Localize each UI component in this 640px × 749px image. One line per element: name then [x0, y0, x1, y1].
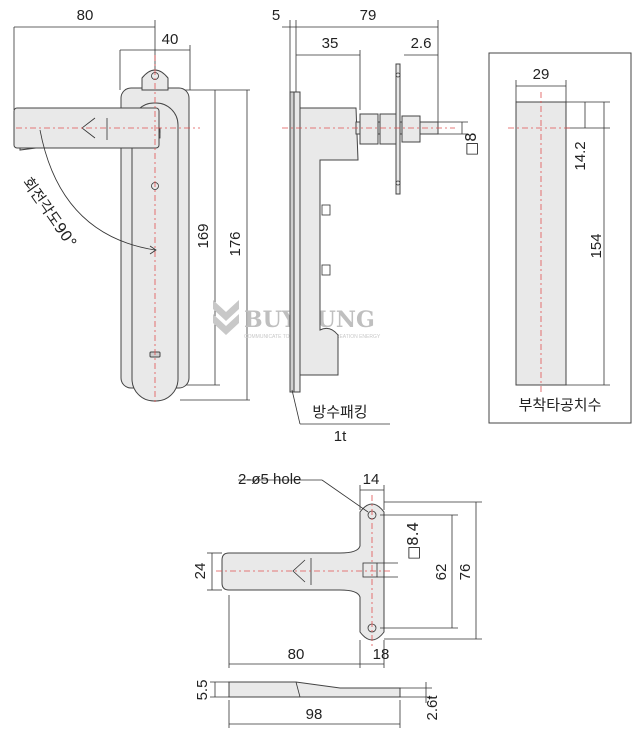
front-view: 80 40 169 176 회전각도90°	[13, 7, 250, 405]
dim-front-width-body: 40	[162, 31, 179, 48]
side-view: 5 79 35 2.6 □8 방수패킹 1t	[272, 7, 480, 445]
dim-side-depth-body: 35	[322, 35, 339, 52]
dim-cutout-height: 154	[588, 233, 605, 258]
profile-shape	[228, 681, 401, 698]
dim-side-shaft-tip: 2.6	[411, 35, 432, 52]
side-body	[299, 107, 359, 376]
dim-side-depth-total: 79	[360, 7, 377, 24]
dim-bottom-hole-offset: 14	[363, 471, 380, 488]
latch-plate	[395, 63, 401, 195]
dim-cutout-width: 29	[533, 66, 550, 83]
cutout-panel: 29 14.2 154 부착타공치수	[488, 52, 632, 424]
dim-profile-height: 5.5	[194, 680, 211, 701]
profile-view: 5.5 98 2.6t	[194, 680, 441, 728]
dim-front-height-inner: 169	[195, 223, 212, 248]
gasket-label: 방수패킹	[312, 403, 367, 421]
dim-profile-thickness: 2.6t	[424, 695, 441, 721]
dim-bottom-height-total: 76	[457, 564, 474, 581]
bottom-square-slot	[362, 562, 378, 578]
dim-profile-length: 98	[306, 706, 323, 723]
hole-label: 2-ø5 hole	[238, 471, 301, 488]
dim-front-height-outer: 176	[227, 231, 244, 256]
cutout-title: 부착타공치수	[519, 396, 602, 414]
dim-bottom-base-offset: 18	[373, 646, 390, 663]
side-base-plate	[293, 91, 301, 393]
rotation-angle-label: 회전각도90°	[19, 174, 81, 251]
dim-side-square: □8	[462, 132, 480, 156]
dim-bottom-handle-length: 80	[288, 646, 305, 663]
brand-logo-icon	[213, 300, 239, 335]
dim-front-width-total: 80	[77, 7, 94, 24]
dim-bottom-square: □8.4	[404, 522, 422, 560]
waterproof-gasket	[289, 91, 295, 393]
dim-cutout-offset: 14.2	[572, 141, 589, 170]
bottom-handle	[221, 503, 385, 641]
dim-side-offset: 5	[272, 7, 280, 24]
dim-bottom-handle-height: 24	[192, 563, 209, 580]
dim-bottom-hole-pitch: 62	[433, 564, 450, 581]
gasket-thickness: 1t	[334, 428, 347, 445]
bottom-view: 2-ø5 hole 14 □8.4 24 62 76 80 18	[192, 471, 482, 668]
rotation-arc	[39, 129, 156, 251]
